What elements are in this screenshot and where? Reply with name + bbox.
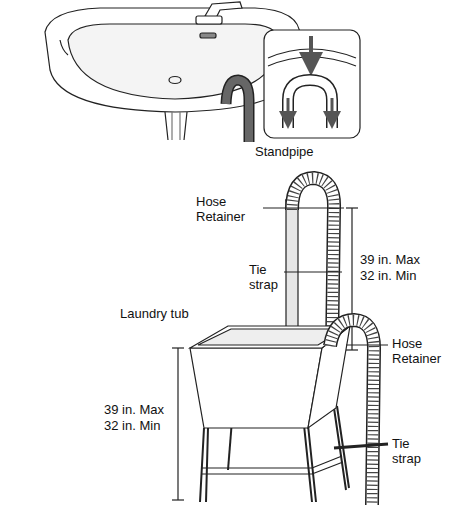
dimension-label: 32 in. Min bbox=[360, 268, 452, 283]
dimension-label: 32 in. Min bbox=[104, 418, 174, 433]
dimension-label: 39 in. Max bbox=[360, 252, 452, 267]
part-label: Hose Retainer bbox=[392, 336, 452, 366]
tub-leaders bbox=[172, 345, 388, 500]
part-label: Hose Retainer bbox=[196, 194, 260, 224]
sink bbox=[45, 2, 300, 140]
part-label: Tie strap bbox=[249, 262, 282, 292]
part-label: Tie strap bbox=[392, 436, 432, 466]
laundry-tub bbox=[190, 326, 350, 502]
tub-hose bbox=[330, 320, 374, 505]
standpipe-hose bbox=[292, 178, 334, 350]
detail-inset bbox=[264, 30, 360, 138]
dimension-label: 39 in. Max bbox=[104, 402, 174, 417]
drain-hose bbox=[226, 80, 249, 142]
section-title: Laundry tub bbox=[120, 306, 220, 321]
section-title: Standpipe bbox=[255, 144, 335, 159]
